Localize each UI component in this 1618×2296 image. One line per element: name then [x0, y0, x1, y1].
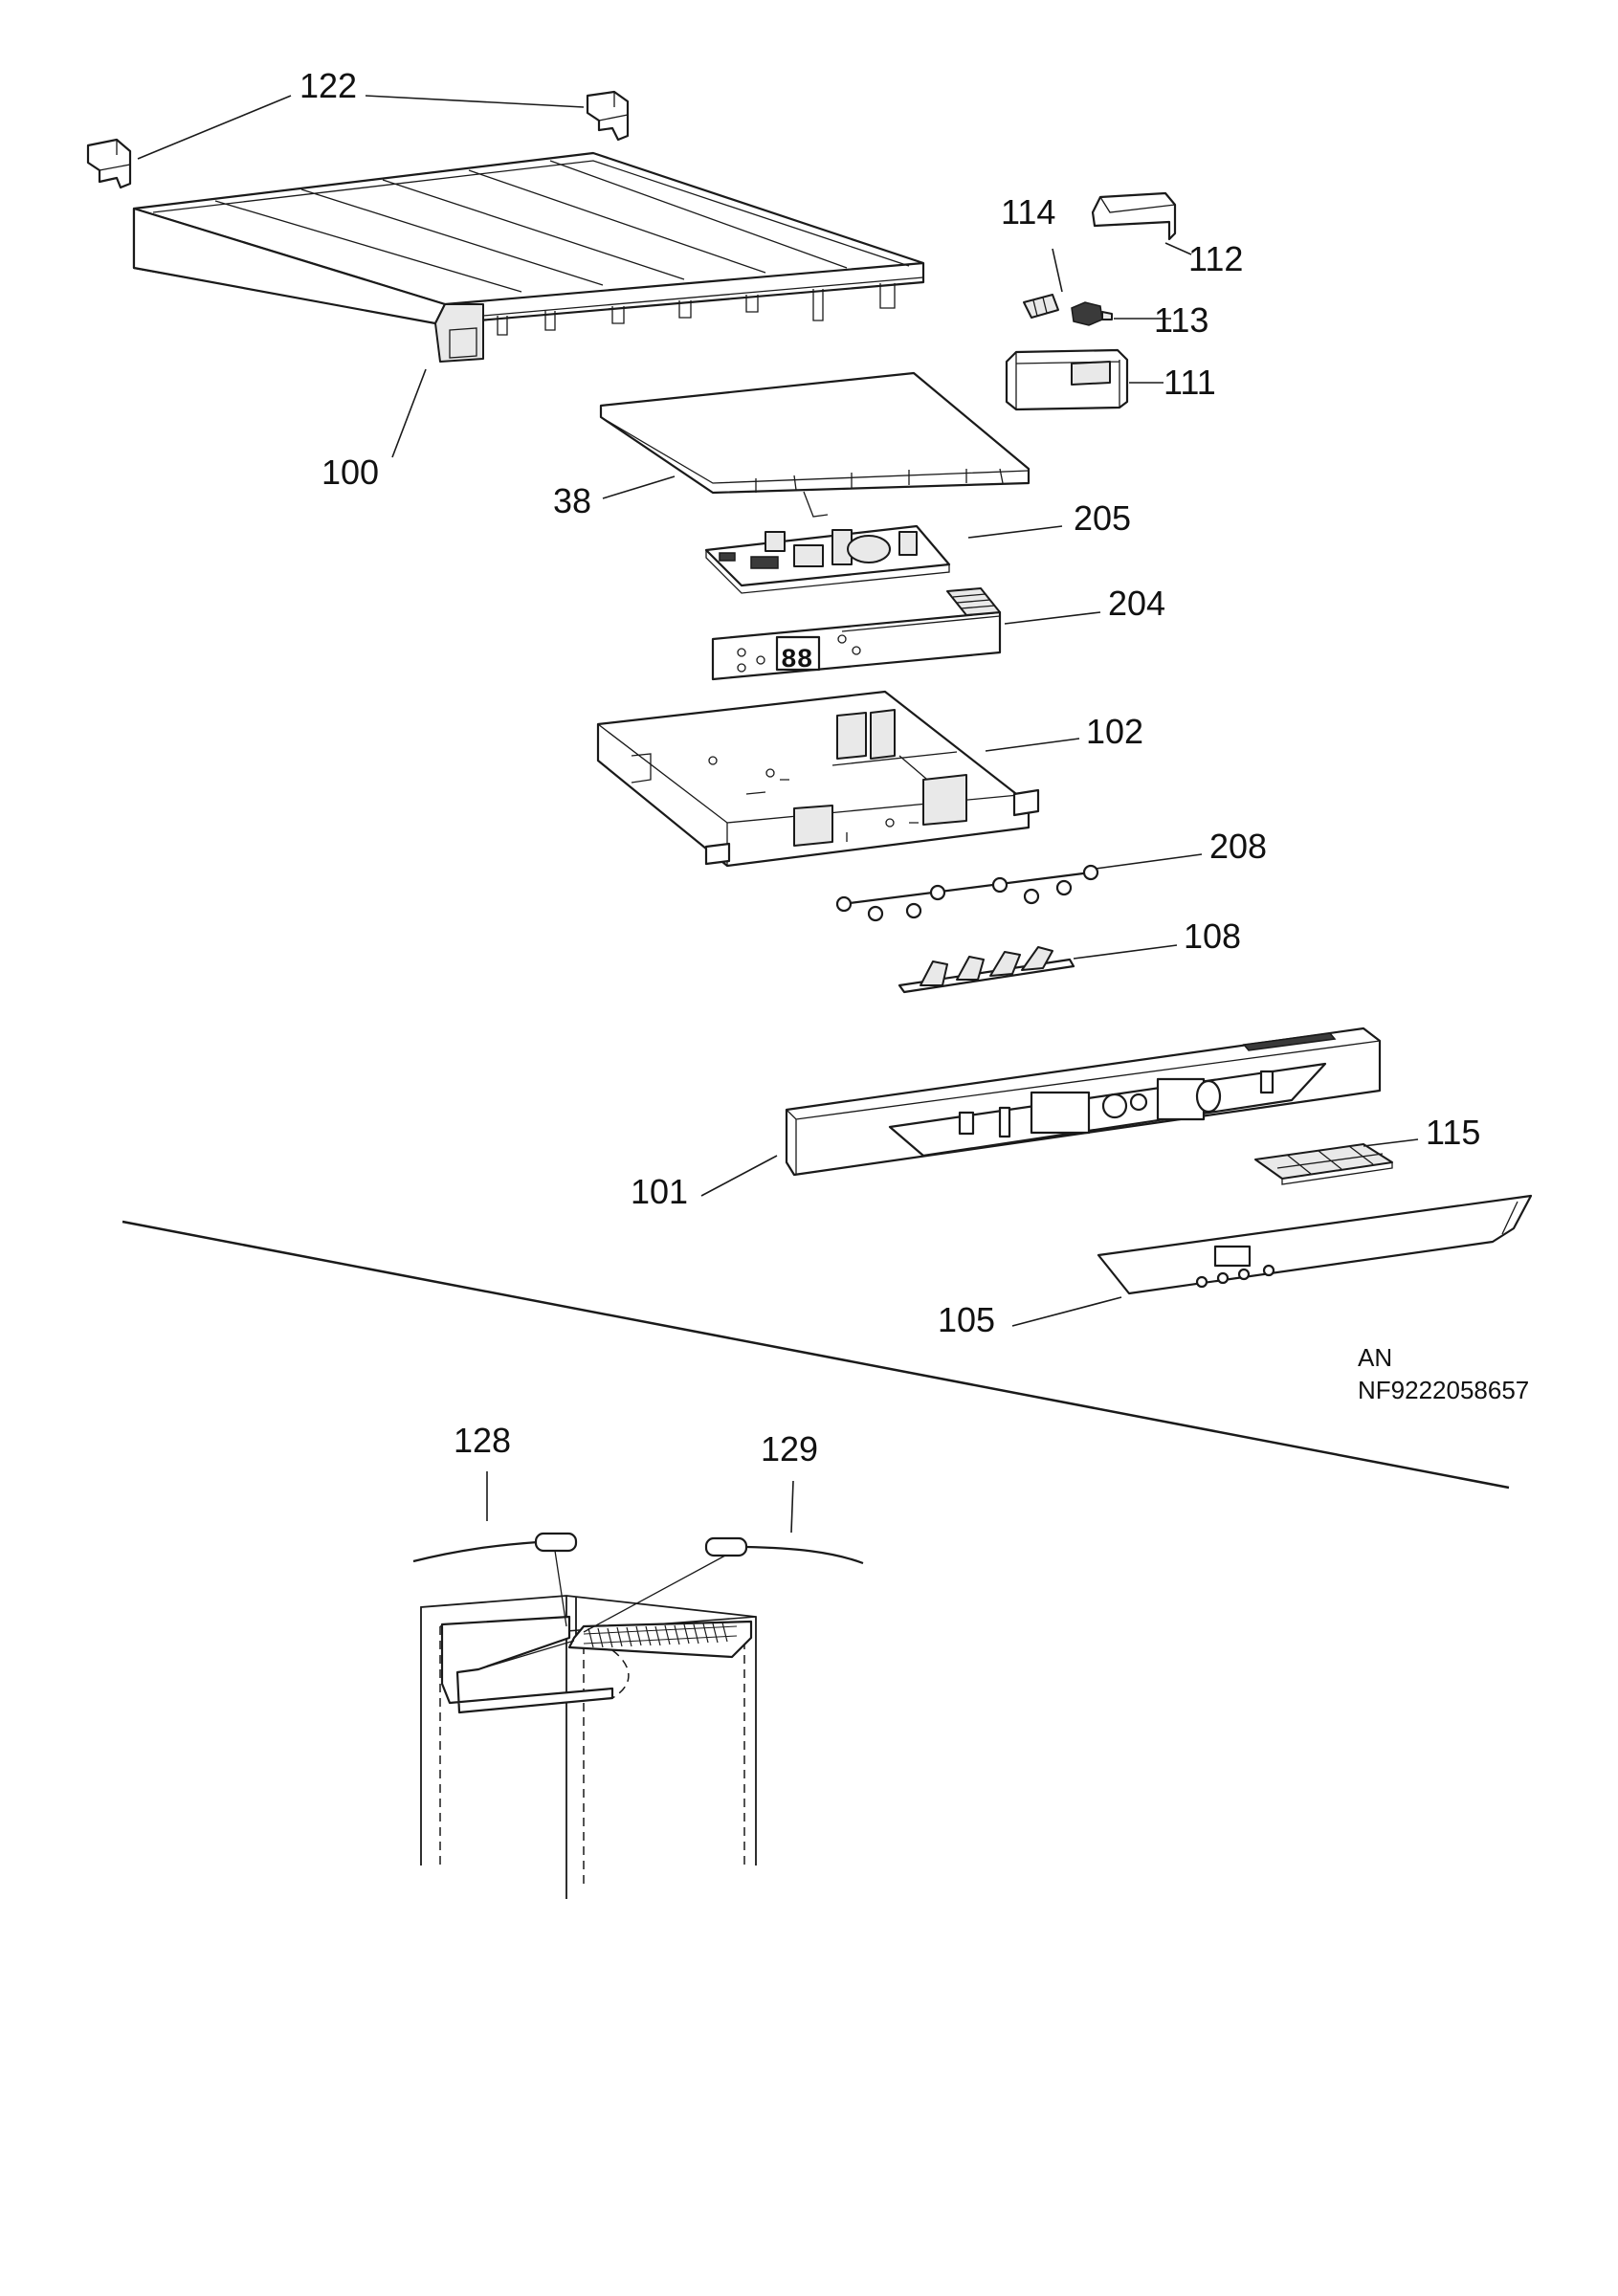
callout-204: 204 [1108, 584, 1165, 623]
part-129-temperature-sensor [704, 1536, 864, 1565]
part-128-temperature-sensor [412, 1532, 578, 1563]
callout-115: 115 [1426, 1113, 1480, 1152]
display-digits: 88 [781, 646, 813, 675]
callout-113: 113 [1154, 300, 1208, 340]
part-113-lamp-socket [1071, 301, 1113, 326]
callout-122: 122 [299, 66, 357, 105]
section-divider [122, 1220, 1510, 1490]
callout-labels: 122 100 114 112 113 111 38 205 204 102 2… [299, 66, 1480, 1468]
callout-108: 108 [1184, 916, 1241, 956]
part-111-lamp-housing [1005, 348, 1129, 411]
part-208-spring-strip [835, 864, 1099, 922]
part-102-control-housing [596, 690, 1040, 868]
drawing-code-line-2: NF9222058657 [1358, 1376, 1529, 1404]
callout-114: 114 [1001, 192, 1055, 232]
callout-100: 100 [321, 453, 379, 492]
part-108-key-actuators [898, 946, 1075, 994]
part-122-end-cap-right [586, 90, 630, 142]
callout-205: 205 [1074, 498, 1131, 538]
callout-111: 111 [1164, 363, 1216, 402]
callout-101: 101 [631, 1172, 688, 1211]
part-205-main-pcb [704, 524, 951, 594]
callout-128: 128 [454, 1421, 511, 1460]
drawing-code-line-1: AN [1358, 1343, 1392, 1372]
part-114-lamp-bulb [1023, 294, 1059, 319]
callout-102: 102 [1086, 712, 1143, 751]
part-101-control-panel [785, 1027, 1382, 1177]
part-105-decor-strip [1097, 1194, 1533, 1295]
callout-129: 129 [761, 1429, 818, 1468]
part-38-cover-plate [599, 371, 1031, 518]
cabinet-section [420, 1550, 757, 1899]
drawing-code: AN NF9222058657 [1358, 1343, 1529, 1404]
part-115-key-grid [1254, 1143, 1393, 1185]
part-100-top-cover [132, 151, 925, 363]
part-112-lamp-cover [1091, 191, 1177, 241]
callout-112: 112 [1188, 239, 1243, 278]
evaporator-fins [583, 1622, 738, 1648]
callout-38: 38 [553, 481, 591, 520]
part-122-end-cap-left [86, 138, 132, 189]
leader-lines [137, 95, 1419, 1534]
callout-208: 208 [1209, 827, 1267, 866]
part-204-display-pcb: 88 [711, 587, 1002, 681]
callout-105: 105 [938, 1300, 995, 1339]
